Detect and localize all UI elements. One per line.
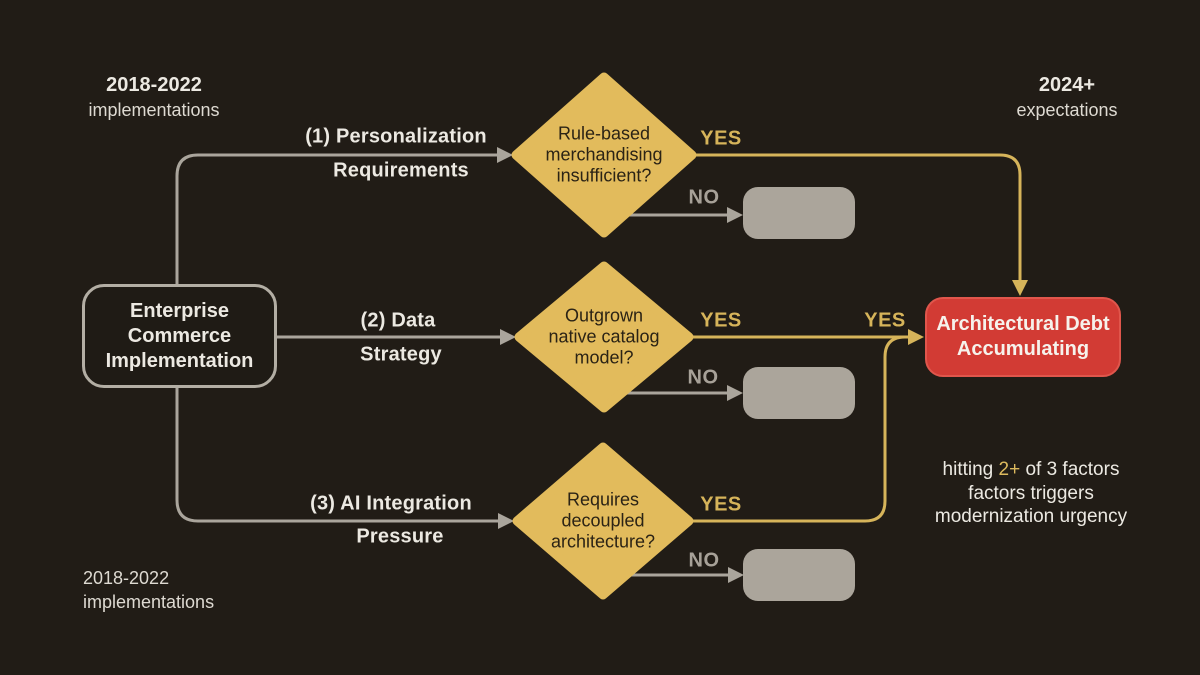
decision3-q-line1: Requires (566, 489, 640, 510)
no-outcome-node-1 (743, 187, 855, 239)
note-top-right-caption: expectations (1016, 100, 1118, 120)
no-outcome-node-3 (743, 549, 855, 601)
note-top-left-caption: implementations (88, 100, 220, 120)
branch1-no-label: NO (688, 186, 720, 209)
arrowhead-into-diamond2-icon (500, 329, 516, 345)
note-bottom-right-line2: factors triggers (968, 482, 1094, 504)
arrowhead-into-diamond3-icon (498, 513, 514, 529)
branch1-yes-label: YES (700, 127, 742, 150)
branch3-label-line2: Pressure (356, 525, 444, 548)
decision2-q-line3: model? (574, 347, 634, 368)
decision1-q-line2: merchandising (545, 144, 663, 165)
note-bottom-right-line1: hitting 2+ of 3 factors (919, 458, 1143, 482)
decision-diamond-1 (511, 72, 697, 238)
branch2-yes-label: YES (700, 309, 742, 332)
result-node-line1: Architectural Debt (936, 313, 1110, 335)
decision3-q-line2: decoupled (561, 510, 645, 531)
arrowhead-no2-icon (727, 385, 743, 401)
note-top-left-years: 2018-2022 (106, 74, 202, 96)
decision1-question: Rule-based merchandising insufficient? (514, 124, 694, 187)
branch3-no-label: NO (688, 549, 720, 572)
branch1-label-line1: (1) Personalization (305, 125, 487, 148)
note-bottom-right: hitting 2+ of 3 factors factors triggers… (919, 458, 1143, 529)
decision2-question: Outgrown native catalog model? (514, 306, 694, 369)
arrowhead-result-left-icon (908, 329, 924, 345)
note-top-left: 2018-2022 implementations (79, 74, 229, 121)
note-bottom-left-years: 2018-2022 (83, 568, 170, 588)
root-node-line2: Commerce (127, 324, 232, 347)
decision3-question: Requires decoupled architecture? (513, 490, 693, 553)
note-br-suffix: of 3 factors (1020, 459, 1120, 480)
decision-diamond-3 (512, 442, 694, 600)
decision3-q-line3: architecture? (550, 531, 656, 552)
note-top-right-years: 2024+ (1038, 74, 1096, 96)
result-node-architectural-debt: Architectural Debt Accumulating (925, 297, 1121, 377)
decision2-q-line2: native catalog (548, 326, 660, 347)
decision1-q-line3: insufficient? (556, 165, 652, 186)
yes1-connector (696, 153, 1022, 290)
branch2-label-line2: Strategy (360, 343, 442, 366)
root-node-line1: Enterprise (130, 299, 229, 322)
branch1-label-line2: Requirements (333, 159, 469, 182)
root-node-enterprise-commerce: Enterprise Commerce Implementation (82, 284, 277, 388)
branch3-label-line1: (3) AI Integration (310, 492, 472, 515)
arrowhead-no1-icon (727, 207, 743, 223)
root-node-line3: Implementation (105, 349, 254, 372)
decision1-q-line1: Rule-based (557, 123, 651, 144)
branch3-yes-label: YES (700, 493, 742, 516)
merge-yes-label: YES (864, 309, 906, 332)
branch2-no-label: NO (687, 366, 719, 389)
note-bottom-left-caption: implementations (83, 592, 215, 612)
arrowhead-into-diamond1-icon (497, 147, 513, 163)
yes3-connector (692, 335, 906, 523)
note-br-prefix: hitting (942, 459, 999, 480)
arrowhead-no3-icon (728, 567, 744, 583)
note-bottom-right-line3: modernization urgency (934, 506, 1128, 527)
decision-diamond-2 (514, 261, 694, 413)
no-outcome-node-2 (743, 367, 855, 419)
decision2-q-line1: Outgrown (564, 305, 644, 326)
arrowhead-result-top-icon (1012, 280, 1028, 296)
note-bottom-left: 2018-2022 implementations (83, 568, 214, 613)
result-node-line2: Accumulating (956, 338, 1090, 360)
note-br-highlight: 2+ (998, 459, 1021, 480)
note-top-right: 2024+ expectations (992, 74, 1142, 121)
branch2-label-line1: (2) Data (360, 309, 436, 332)
